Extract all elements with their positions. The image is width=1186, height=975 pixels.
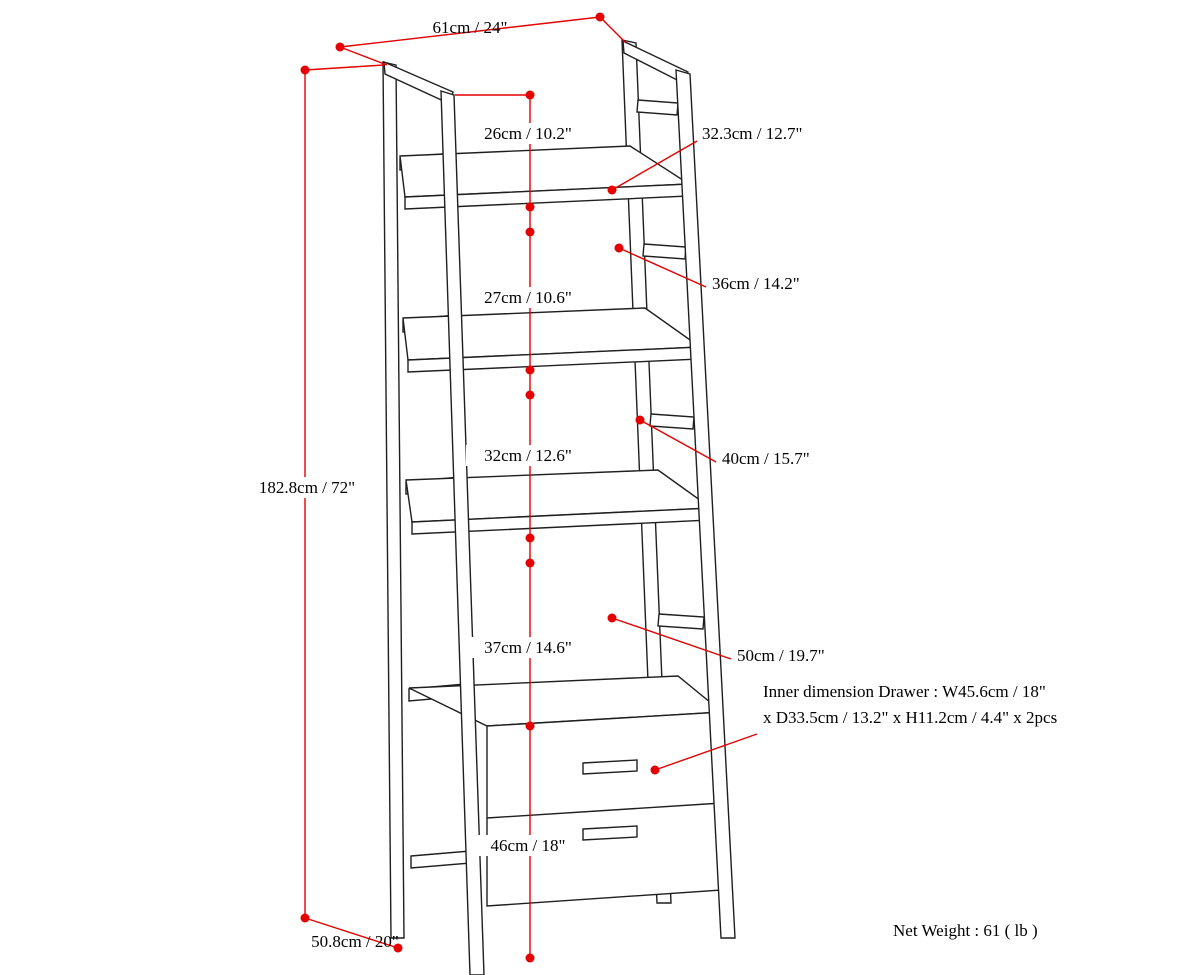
dimension-dot — [614, 243, 624, 253]
label-drawer-section-height: 46cm / 18" — [491, 836, 566, 855]
label-drawer-note-line1: Inner dimension Drawer : W45.6cm / 18" — [763, 682, 1046, 701]
label-shelf-gap-1: 26cm / 10.2" — [484, 124, 572, 143]
cabinet-front — [486, 711, 723, 907]
dimension-line — [304, 917, 399, 949]
dimension-dot — [525, 227, 535, 237]
left-back-leg — [382, 61, 405, 939]
dimension-leader — [599, 16, 627, 44]
dimension-dot — [525, 202, 535, 212]
label-shelf-depth-4: 50cm / 19.7" — [737, 646, 825, 665]
dimension-dot — [525, 721, 535, 731]
dimension-leader — [618, 247, 707, 288]
label-shelf-depth-2: 36cm / 14.2" — [712, 274, 800, 293]
dimension-dot — [525, 953, 535, 963]
label-drawer-note-line2: x D33.5cm / 13.2" x H11.2cm / 4.4" x 2pc… — [763, 708, 1057, 727]
dimension-dot — [335, 42, 345, 52]
label-total-height: 182.8cm / 72" — [259, 478, 355, 497]
right-rung-3 — [649, 413, 695, 430]
dimension-leader — [611, 140, 698, 191]
dimension-dot — [607, 613, 617, 623]
right-front-leg — [675, 69, 736, 939]
dimension-leader — [654, 733, 758, 771]
dimension-dot — [300, 913, 310, 923]
label-shelf-gap-2: 27cm / 10.6" — [484, 288, 572, 307]
dimension-dot — [525, 558, 535, 568]
dimension-leader — [611, 617, 732, 660]
label-mask — [466, 287, 590, 308]
drawer-handle-bottom — [582, 825, 638, 841]
label-shelf-depth-1: 32.3cm / 12.7" — [702, 124, 802, 143]
drawer-handle-top — [582, 759, 638, 775]
label-mask — [466, 123, 590, 144]
right-rung-4 — [657, 613, 705, 630]
dimension-labels: 61cm / 24" 182.8cm / 72" 26cm / 10.2" 27… — [247, 18, 1057, 951]
dimension-dot — [525, 390, 535, 400]
dimension-leader — [304, 64, 385, 71]
dimension-dot — [607, 185, 617, 195]
left-rung-5 — [410, 850, 472, 869]
label-base-depth: 50.8cm / 20" — [311, 932, 399, 951]
dimension-leader — [339, 46, 388, 66]
label-shelf-gap-4: 37cm / 14.6" — [484, 638, 572, 657]
left-front-leg — [440, 90, 485, 975]
dimension-dot — [525, 90, 535, 100]
dimension-leader — [639, 419, 717, 463]
dimension-dot — [650, 765, 660, 775]
dimension-dot — [595, 12, 605, 22]
label-shelf-depth-3: 40cm / 15.7" — [722, 449, 810, 468]
label-mask — [466, 445, 590, 466]
label-top-width: 61cm / 24" — [433, 18, 508, 37]
right-rung-1 — [636, 99, 679, 116]
label-mask — [247, 477, 367, 498]
label-mask — [466, 637, 590, 658]
dimension-dot — [525, 533, 535, 543]
dimension-line — [339, 16, 601, 48]
label-net-weight: Net Weight : 61 ( lb ) — [893, 921, 1038, 940]
dimension-lines — [300, 12, 758, 963]
label-mask — [476, 835, 582, 856]
label-shelf-gap-3: 32cm / 12.6" — [484, 446, 572, 465]
dimension-dot — [300, 65, 310, 75]
dimension-dot — [525, 365, 535, 375]
dimension-dot — [635, 415, 645, 425]
right-rung-2 — [642, 243, 687, 260]
ladder-shelf-drawing — [382, 39, 736, 975]
dimension-dot — [393, 943, 403, 953]
drawer-divider — [486, 802, 723, 819]
